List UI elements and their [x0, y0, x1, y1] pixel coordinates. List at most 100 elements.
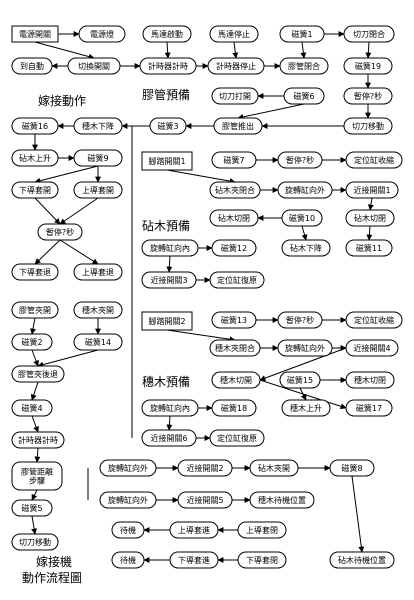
- flow-node-n62: 磁簧15: [279, 371, 321, 389]
- section-label-s4: 穗木預備: [142, 374, 190, 389]
- flow-node-label: 待機: [120, 525, 136, 535]
- flow-node-label: 旋轉缸向內: [150, 243, 190, 253]
- flow-node-n67: 磁簧17: [345, 399, 393, 417]
- flow-node-box: [343, 117, 393, 135]
- flow-node-label: 計時器停止: [216, 61, 256, 71]
- flow-node-label: 砧木切閉: [354, 213, 386, 223]
- flow-node-box: [73, 301, 123, 319]
- flow-node-box: [169, 521, 219, 539]
- flow-node-n58: 穗木夾閉合: [209, 339, 261, 357]
- flow-node-n57: 定位缸收縮: [345, 311, 403, 329]
- flow-node-box: [237, 551, 287, 569]
- flow-node-n36: 磁簧5: [11, 499, 53, 517]
- flow-node-n13: 暫停?秒: [343, 87, 393, 105]
- flow-node-box: [11, 301, 59, 319]
- flow-edge-n15-n17: [237, 103, 305, 120]
- flow-node-n52: 近接開關3: [141, 271, 197, 289]
- flow-node-box: [141, 429, 197, 447]
- flow-edge-n48-n52: [166, 255, 173, 273]
- flow-node-box: [73, 149, 123, 167]
- flow-node-label: 暫停?秒: [286, 315, 314, 325]
- flow-node-box: [73, 117, 123, 135]
- flow-node-n70: 旋轉缸向外: [99, 459, 157, 477]
- flow-node-box: [149, 117, 187, 135]
- flow-edge-n22-n23: [34, 165, 99, 184]
- flow-node-label: 定位缸復原: [217, 433, 257, 443]
- flow-node-box: [141, 311, 193, 331]
- flow-node-n72: 砧木夾開: [249, 459, 299, 477]
- flow-node-box: [343, 25, 395, 43]
- flow-node-label: 切換開關: [78, 61, 110, 71]
- flow-node-label: 砧木夾閉合: [215, 185, 255, 195]
- flow-node-n43: 旋轉缸向外: [277, 181, 333, 199]
- flow-node-label: 穗木待機位置: [258, 495, 306, 505]
- flow-node-n63: 穗木切閉: [345, 371, 395, 389]
- flow-node-box: [345, 209, 395, 227]
- flow-node-n55: 磁簧13: [211, 311, 257, 329]
- flow-node-label: 磁簧12: [221, 243, 247, 253]
- flow-edge-n25-n26: [34, 239, 61, 265]
- flow-node-n9: 磁簧1: [279, 25, 325, 43]
- flow-node-n27: 上導套退: [73, 263, 123, 281]
- flow-node-box: [343, 57, 393, 75]
- flow-edge-n44-n45: [367, 197, 374, 211]
- flow-node-label: 磁簧15: [287, 375, 313, 385]
- flow-node-box: [281, 209, 323, 227]
- flow-node-box: [11, 399, 53, 417]
- flow-node-n74: 旋轉缸向外: [99, 491, 157, 509]
- flow-node-box: [211, 87, 259, 105]
- flow-node-n81: 下導套進: [169, 551, 219, 569]
- flow-node-n33: 磁簧4: [11, 399, 53, 417]
- flow-node-box: [345, 399, 393, 417]
- flow-node-n23: 下導套開: [11, 181, 59, 199]
- flow-node-box: [209, 209, 259, 227]
- flow-node-n45: 砧木切閉: [345, 209, 395, 227]
- flow-node-n15: 磁簧6: [283, 87, 325, 105]
- flow-node-box: [209, 339, 261, 357]
- section-label-s2: 膠管預備: [142, 87, 190, 102]
- flow-node-box: [169, 551, 219, 569]
- flow-edge-n73-n83: [351, 475, 365, 553]
- flow-node-box: [281, 239, 331, 257]
- flow-node-box: [211, 239, 257, 257]
- flow-node-box: [211, 399, 257, 417]
- flow-node-box: [73, 263, 123, 281]
- flow-node-n25: 暫停?秒: [37, 223, 83, 241]
- flow-node-box: [11, 333, 53, 351]
- flow-edge-n25-n27: [59, 239, 99, 265]
- flow-node-n59: 旋轉缸向外: [277, 339, 333, 357]
- flow-node-box: [11, 533, 59, 551]
- flow-node-box: [177, 459, 233, 477]
- flow-node-box: [37, 223, 83, 241]
- flow-node-label: 磁簧14: [85, 337, 111, 347]
- flow-node-label: 上導套閉: [246, 525, 278, 535]
- section-label-s1: 嫁接動作: [38, 93, 86, 108]
- flow-node-box: [329, 459, 375, 477]
- flow-node-label: 砧木夾開: [258, 463, 290, 473]
- flow-node-n24: 上導套開: [73, 181, 123, 199]
- flow-node-label: 腳踏開關2: [148, 316, 185, 326]
- flow-node-n20: 磁簧16: [11, 117, 59, 135]
- flow-node-n61: 穗木切開: [211, 371, 261, 389]
- flow-node-label: 近接開關6: [150, 433, 187, 443]
- flow-node-box: [73, 181, 123, 199]
- flow-edge-n60-n61: [259, 347, 347, 381]
- flow-node-box: [139, 57, 197, 75]
- flow-node-n76: 穗木待機位置: [249, 491, 315, 509]
- flow-node-box: [73, 333, 123, 351]
- flow-node-label: 暫停?秒: [286, 155, 314, 165]
- flow-node-label: 磁簧3: [157, 121, 178, 131]
- section-label-s3: 砧木預備: [142, 218, 190, 233]
- flow-node-n16: 切刀移動: [343, 117, 393, 135]
- flow-node-label: 近接開關3: [150, 275, 187, 285]
- flow-node-n79: 上導套閉: [237, 521, 287, 539]
- flow-edge-n62-n66: [299, 387, 307, 401]
- flow-node-n31: 磁簧14: [73, 333, 123, 351]
- flow-node-n6: 計時器計時: [139, 57, 197, 75]
- flow-node-box: [11, 499, 53, 517]
- flow-node-box: [277, 339, 333, 357]
- flow-node-box: [11, 117, 59, 135]
- flow-node-label: 計時器計時: [148, 61, 188, 71]
- flow-node-box: [277, 151, 323, 169]
